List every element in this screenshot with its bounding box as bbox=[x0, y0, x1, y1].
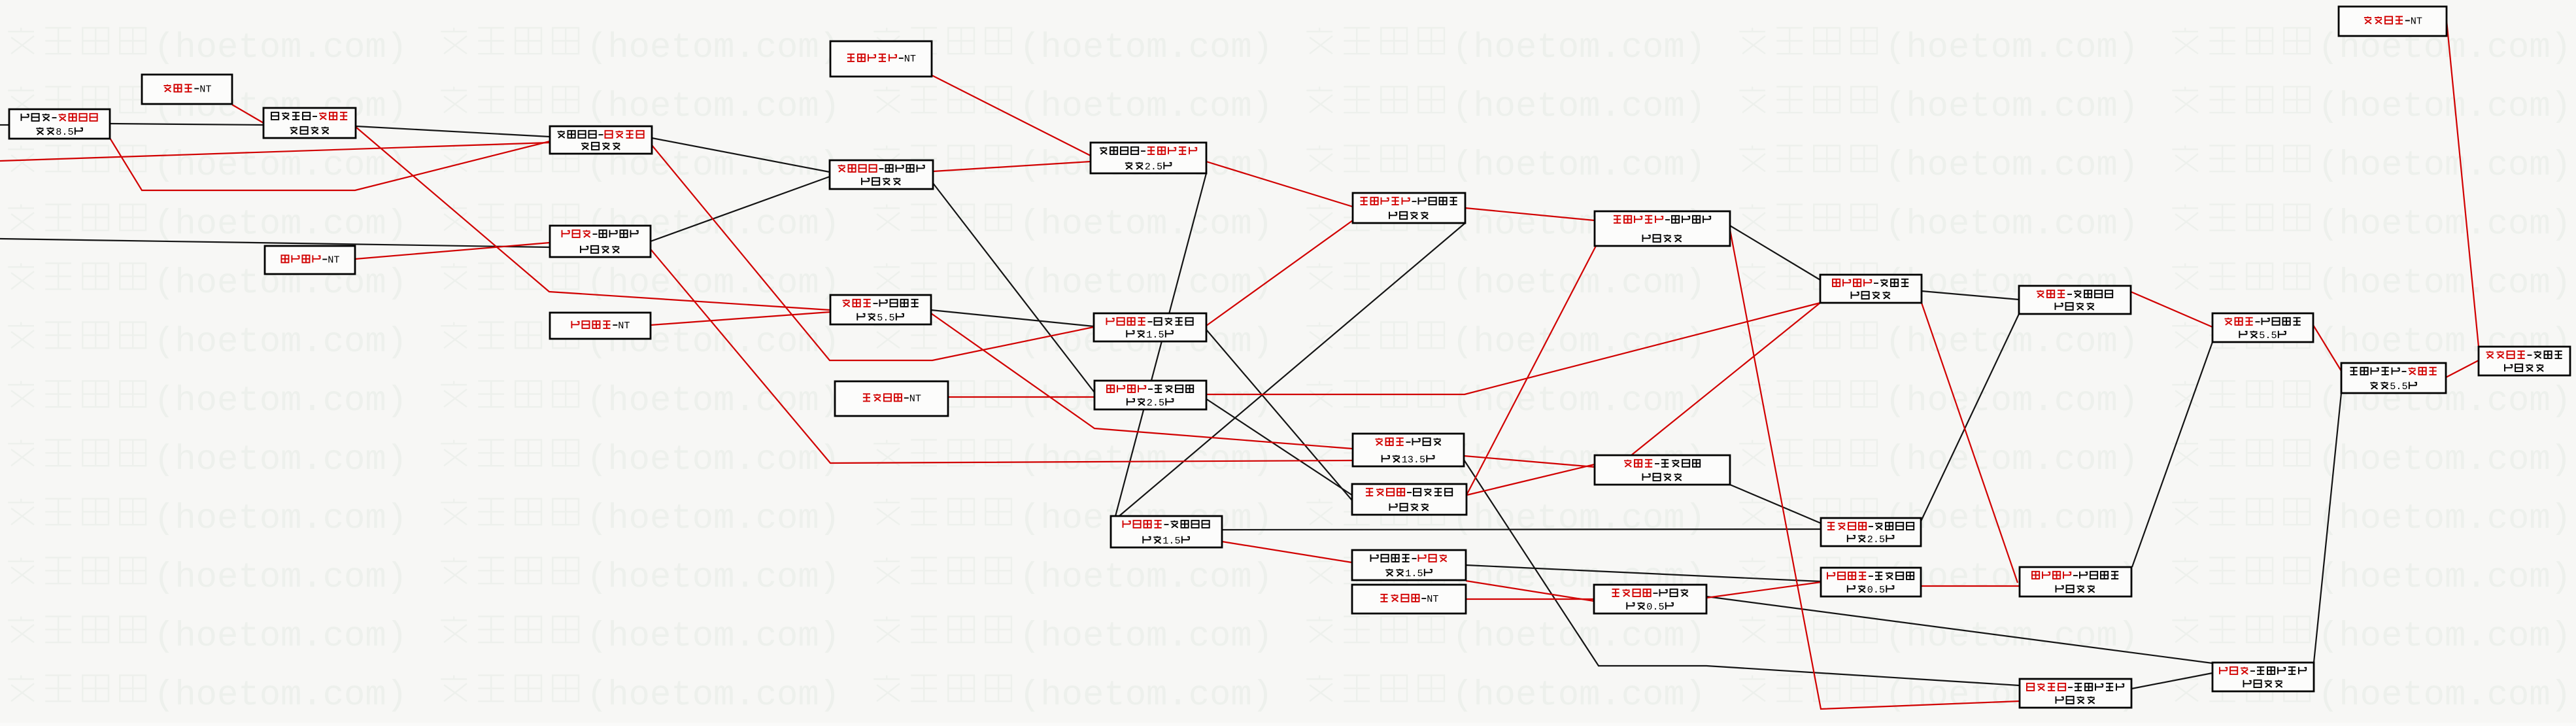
svg-text:(hoetom.com): (hoetom.com) bbox=[154, 381, 407, 421]
svg-text:(hoetom.com): (hoetom.com) bbox=[586, 28, 840, 68]
svg-text:(hoetom.com): (hoetom.com) bbox=[1452, 28, 1706, 68]
svg-text:NT: NT bbox=[1427, 593, 1438, 605]
svg-text:NT: NT bbox=[904, 53, 916, 65]
svg-text:(hoetom.com): (hoetom.com) bbox=[154, 676, 407, 716]
svg-text:(hoetom.com): (hoetom.com) bbox=[586, 676, 840, 716]
svg-text:(hoetom.com): (hoetom.com) bbox=[2318, 617, 2571, 657]
svg-text:(hoetom.com): (hoetom.com) bbox=[1019, 558, 1273, 598]
svg-text:1.5: 1.5 bbox=[1162, 535, 1180, 547]
svg-text:(hoetom.com): (hoetom.com) bbox=[1885, 440, 2139, 480]
svg-text:8.5: 8.5 bbox=[56, 126, 73, 138]
svg-text:(hoetom.com): (hoetom.com) bbox=[2318, 676, 2571, 716]
svg-text:(hoetom.com): (hoetom.com) bbox=[1885, 87, 2139, 127]
svg-text:NT: NT bbox=[2411, 16, 2422, 27]
svg-text:(hoetom.com): (hoetom.com) bbox=[154, 558, 407, 598]
svg-text:(hoetom.com): (hoetom.com) bbox=[154, 322, 407, 362]
svg-text:(hoetom.com): (hoetom.com) bbox=[1019, 28, 1273, 68]
svg-text:(hoetom.com): (hoetom.com) bbox=[1019, 617, 1273, 657]
svg-text:(hoetom.com): (hoetom.com) bbox=[1885, 28, 2139, 68]
svg-text:(hoetom.com): (hoetom.com) bbox=[1019, 87, 1273, 127]
svg-text:(hoetom.com): (hoetom.com) bbox=[1452, 146, 1706, 186]
svg-text:(hoetom.com): (hoetom.com) bbox=[1452, 87, 1706, 127]
svg-text:(hoetom.com): (hoetom.com) bbox=[1885, 205, 2139, 245]
svg-text:0.5: 0.5 bbox=[1867, 584, 1885, 596]
svg-text:(hoetom.com): (hoetom.com) bbox=[1452, 264, 1706, 303]
svg-text:(hoetom.com): (hoetom.com) bbox=[586, 87, 840, 127]
svg-text:(hoetom.com): (hoetom.com) bbox=[586, 381, 840, 421]
svg-text:(hoetom.com): (hoetom.com) bbox=[1019, 676, 1273, 716]
svg-text:(hoetom.com): (hoetom.com) bbox=[154, 617, 407, 657]
svg-text:(hoetom.com): (hoetom.com) bbox=[2318, 264, 2571, 303]
svg-text:1.5: 1.5 bbox=[1405, 568, 1423, 579]
svg-text:(hoetom.com): (hoetom.com) bbox=[2318, 499, 2571, 539]
svg-text:NT: NT bbox=[328, 254, 339, 266]
svg-text:(hoetom.com): (hoetom.com) bbox=[1452, 381, 1706, 421]
svg-text:(hoetom.com): (hoetom.com) bbox=[586, 440, 840, 480]
svg-text:(hoetom.com): (hoetom.com) bbox=[2318, 146, 2571, 186]
svg-text:(hoetom.com): (hoetom.com) bbox=[586, 617, 840, 657]
svg-text:(hoetom.com): (hoetom.com) bbox=[1885, 499, 2139, 539]
svg-text:(hoetom.com): (hoetom.com) bbox=[1885, 381, 2139, 421]
svg-text:2.5: 2.5 bbox=[1867, 534, 1885, 545]
svg-text:5.5: 5.5 bbox=[2259, 330, 2277, 341]
svg-text:NT: NT bbox=[618, 320, 630, 332]
svg-text:NT: NT bbox=[909, 393, 921, 405]
svg-text:5.5: 5.5 bbox=[877, 312, 894, 324]
svg-text:(hoetom.com): (hoetom.com) bbox=[1452, 499, 1706, 539]
svg-text:(hoetom.com): (hoetom.com) bbox=[1019, 205, 1273, 245]
svg-text:(hoetom.com): (hoetom.com) bbox=[586, 558, 840, 598]
svg-text:0.5: 0.5 bbox=[1646, 601, 1664, 613]
svg-text:1.5: 1.5 bbox=[1146, 329, 1164, 341]
svg-text:(hoetom.com): (hoetom.com) bbox=[154, 28, 407, 68]
svg-text:(hoetom.com): (hoetom.com) bbox=[586, 264, 840, 303]
svg-text:5.5: 5.5 bbox=[2390, 381, 2407, 392]
svg-text:13.5: 13.5 bbox=[1402, 454, 1425, 466]
svg-text:(hoetom.com): (hoetom.com) bbox=[1019, 440, 1273, 480]
svg-text:(hoetom.com): (hoetom.com) bbox=[586, 499, 840, 539]
svg-text:(hoetom.com): (hoetom.com) bbox=[1019, 264, 1273, 303]
svg-text:(hoetom.com): (hoetom.com) bbox=[154, 499, 407, 539]
svg-text:(hoetom.com): (hoetom.com) bbox=[1452, 676, 1706, 716]
svg-text:(hoetom.com): (hoetom.com) bbox=[154, 205, 407, 245]
svg-text:2.5: 2.5 bbox=[1145, 161, 1162, 173]
svg-text:2.5: 2.5 bbox=[1147, 397, 1164, 409]
svg-text:(hoetom.com): (hoetom.com) bbox=[154, 440, 407, 480]
svg-text:(hoetom.com): (hoetom.com) bbox=[2318, 205, 2571, 245]
svg-text:(hoetom.com): (hoetom.com) bbox=[2318, 87, 2571, 127]
svg-text:(hoetom.com): (hoetom.com) bbox=[154, 146, 407, 186]
svg-text:(hoetom.com): (hoetom.com) bbox=[2318, 558, 2571, 598]
svg-text:NT: NT bbox=[199, 84, 211, 95]
svg-text:(hoetom.com): (hoetom.com) bbox=[1885, 146, 2139, 186]
svg-text:(hoetom.com): (hoetom.com) bbox=[2318, 440, 2571, 480]
